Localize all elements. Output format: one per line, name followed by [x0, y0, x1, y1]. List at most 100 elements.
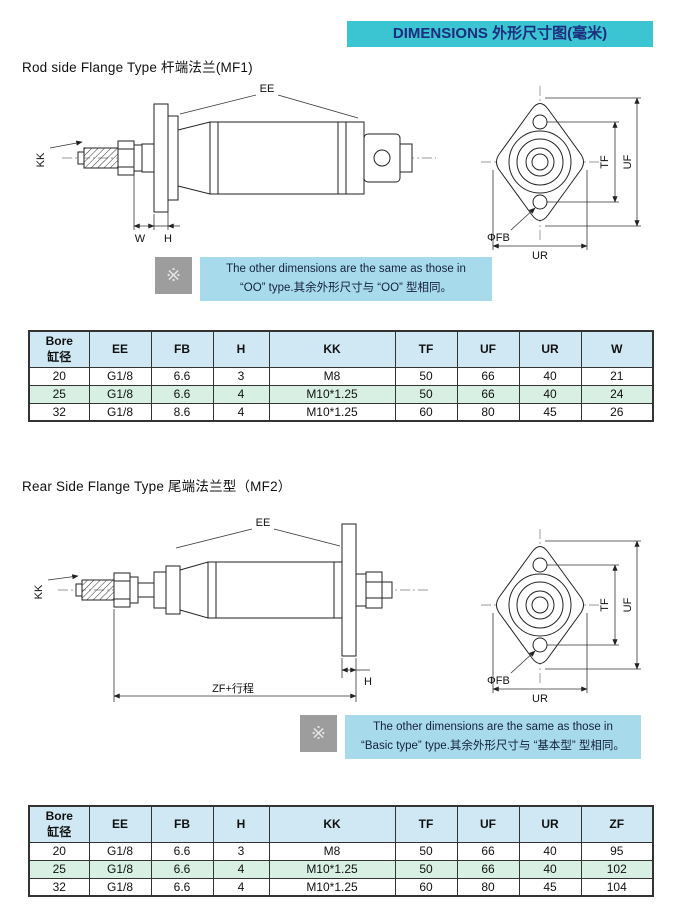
- table-cell: 40: [518, 859, 582, 879]
- table-cell: 66: [456, 366, 520, 386]
- table-cell: 6.6: [150, 877, 214, 897]
- table-cell: 4: [212, 877, 270, 897]
- dim-label-zf: ZF+行程: [212, 682, 254, 695]
- column-header: EE: [88, 805, 152, 843]
- table-cell: 20: [28, 841, 90, 861]
- column-header: TF: [394, 805, 458, 843]
- dimension-lines: [492, 97, 641, 250]
- cylinder-outline: [75, 523, 393, 657]
- flange-outline: [496, 546, 584, 664]
- table-cell: 32: [28, 402, 90, 422]
- table-cell: G1/8: [88, 366, 152, 386]
- dim-label-ee: EE: [260, 83, 275, 95]
- column-header: UF: [456, 805, 520, 843]
- table-cell: G1/8: [88, 841, 152, 861]
- dim-label-tf: TF: [599, 598, 611, 612]
- dim-label-tf: TF: [599, 155, 611, 169]
- dimension-lines: [47, 528, 370, 702]
- note-text: The other dimensions are the same as tho…: [200, 257, 492, 301]
- table-cell: 4: [212, 859, 270, 879]
- dim-label-uf: UF: [622, 597, 634, 612]
- table-cell: 102: [580, 859, 654, 879]
- table-cell: 66: [456, 859, 520, 879]
- table-cell: 3: [212, 366, 270, 386]
- table-cell: 4: [212, 402, 270, 422]
- section2-title: Rear Side Flange Type 尾端法兰型（MF2）: [22, 479, 292, 494]
- table-cell: M10*1.25: [268, 877, 396, 897]
- column-header: FB: [150, 805, 214, 843]
- reference-mark-symbol: ※: [310, 723, 327, 743]
- table-cell: M10*1.25: [268, 384, 396, 404]
- rod-nut: [117, 140, 135, 176]
- table-cell: 40: [518, 366, 582, 386]
- cylinder-outline: [77, 103, 413, 213]
- table-cell: 45: [518, 402, 582, 422]
- reference-mark-box: ※: [155, 257, 192, 294]
- dimension-lines: [49, 94, 359, 230]
- table-cell: 50: [394, 841, 458, 861]
- reference-mark-symbol: ※: [165, 265, 182, 285]
- table-cell: 6.6: [150, 384, 214, 404]
- dimension-lines: [492, 540, 641, 693]
- column-header: H: [212, 330, 270, 368]
- dim-label-w: W: [135, 233, 146, 245]
- rear-flange-plate: [341, 523, 357, 657]
- table-cell: 60: [394, 877, 458, 897]
- table-cell: 50: [394, 366, 458, 386]
- cylinder-tube: [209, 121, 347, 195]
- table-cell: 25: [28, 859, 90, 879]
- table-cell: 25: [28, 384, 90, 404]
- table-cell: G1/8: [88, 402, 152, 422]
- rear-cap: [345, 121, 365, 195]
- table-cell: 26: [580, 402, 654, 422]
- table-cell: 50: [394, 859, 458, 879]
- mf2-note: ※ The other dimensions are the same as t…: [300, 715, 641, 759]
- front-flange-plate: [153, 103, 169, 213]
- dim-label-ee: EE: [256, 517, 271, 529]
- table-cell: 66: [456, 841, 520, 861]
- column-header: Bore 缸径: [28, 330, 90, 368]
- column-header: ZF: [580, 805, 654, 843]
- note-line1: The other dimensions are the same as tho…: [226, 263, 466, 275]
- dim-label-ur: UR: [532, 693, 548, 705]
- mf2-flange-front-view: TF UF ΦFB UR: [481, 529, 641, 705]
- column-header: EE: [88, 330, 152, 368]
- dim-label-ur: UR: [532, 250, 548, 262]
- dim-label-fb: ΦFB: [487, 232, 510, 244]
- mounting-hole-bottom: [532, 194, 548, 210]
- table-cell: 21: [580, 366, 654, 386]
- table-cell: 80: [456, 877, 520, 897]
- dim-label-h: H: [364, 676, 372, 688]
- table-cell: 6.6: [150, 366, 214, 386]
- table-cell: 80: [456, 402, 520, 422]
- mf1-note: ※ The other dimensions are the same as t…: [155, 257, 492, 301]
- mounting-hole-top: [532, 557, 548, 573]
- dim-label-fb: ΦFB: [487, 675, 510, 687]
- mf1-side-view-drawing: EE KK W H: [35, 83, 436, 245]
- table-cell: M10*1.25: [268, 402, 396, 422]
- table-cell: G1/8: [88, 859, 152, 879]
- dim-label-h: H: [164, 233, 172, 245]
- table-cell: G1/8: [88, 384, 152, 404]
- table-cell: 45: [518, 877, 582, 897]
- table-cell: 24: [580, 384, 654, 404]
- table-cell: M10*1.25: [268, 859, 396, 879]
- column-header: TF: [394, 330, 458, 368]
- threaded-rod: [81, 579, 115, 601]
- column-header: FB: [150, 330, 214, 368]
- flange-outline: [496, 103, 584, 221]
- mounting-hole-bottom: [532, 637, 548, 653]
- threaded-rod: [83, 147, 119, 169]
- column-header: W: [580, 330, 654, 368]
- column-header: UR: [518, 330, 582, 368]
